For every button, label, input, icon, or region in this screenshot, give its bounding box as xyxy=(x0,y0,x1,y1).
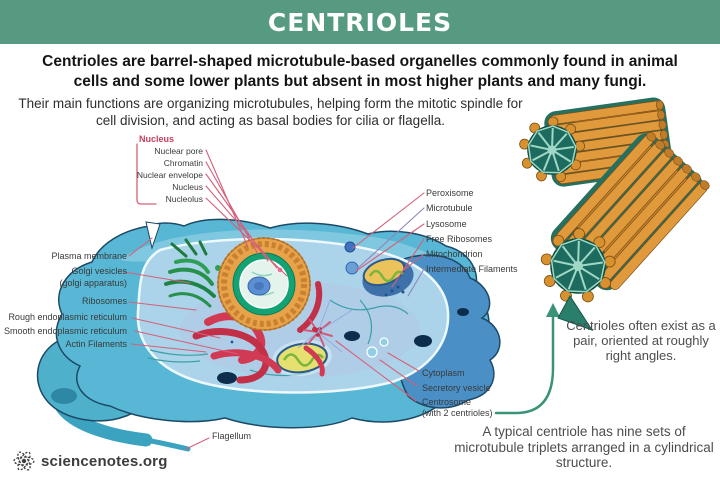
label-rough-er: Rough endoplasmic reticulum xyxy=(8,312,127,322)
intro-sub-text: Their main functions are organizing micr… xyxy=(18,96,523,128)
nucleus-bracket xyxy=(136,143,157,205)
right-leader-lines xyxy=(352,192,425,297)
membrane-notch xyxy=(145,221,161,250)
cartwheel-upper xyxy=(519,116,586,183)
nucleus-fan-lines xyxy=(205,149,288,277)
label-intermediate-filaments: Intermediate Filaments xyxy=(426,264,518,274)
label-nucleus: Nucleus xyxy=(172,182,203,192)
label-smooth-er: Smooth endoplasmic reticulum xyxy=(3,326,127,336)
label-free-ribosomes: Free Ribosomes xyxy=(426,234,493,244)
note-centriole-structure: A typical centriole has nine sets of mic… xyxy=(454,424,714,470)
atom-icon xyxy=(13,451,35,471)
label-peroxisome: Peroxisome xyxy=(426,188,474,198)
label-mitochondrion: Mitochondrion xyxy=(426,249,483,259)
nucleus xyxy=(217,237,311,331)
label-microtubule: Microtubule xyxy=(426,203,473,213)
mitochondrion-lower xyxy=(272,339,332,377)
site-logo: sciencenotes.org xyxy=(12,449,168,473)
secretory-vesicles xyxy=(366,337,389,358)
label-chromatin: Chromatin xyxy=(163,158,203,168)
intro-lead-text: Centrioles are barrel-shaped microtubule… xyxy=(42,53,678,90)
label-centrosome-detail: (with 2 centrioles) xyxy=(422,408,493,418)
label-centrosome: Centrosome xyxy=(422,397,472,407)
label-plasma-membrane: Plasma membrane xyxy=(51,251,127,261)
mitochondrion-upper xyxy=(362,257,406,287)
header-bar: CENTRIOLES xyxy=(0,0,720,44)
label-golgi-apparatus: (golgi apparatus) xyxy=(59,278,127,288)
label-nucleolus: Nucleolus xyxy=(165,194,203,204)
tube-end-caps xyxy=(646,132,710,190)
label-golgi-vesicles: Golgi vesicles xyxy=(71,266,127,276)
label-cytoplasm: Cytoplasm xyxy=(422,368,465,378)
label-flagellum: Flagellum xyxy=(212,431,252,441)
lysosome xyxy=(345,261,359,275)
page-title: CENTRIOLES xyxy=(267,7,453,37)
animal-cell-illustration xyxy=(36,218,501,452)
green-arrow xyxy=(494,303,560,415)
site-name: sciencenotes.org xyxy=(41,452,168,470)
label-nuclear-envelope: Nuclear envelope xyxy=(136,170,203,180)
golgi-apparatus xyxy=(164,238,225,308)
label-ribosomes: Ribosomes xyxy=(81,296,127,306)
vacuole-spots xyxy=(217,308,469,384)
label-lysosome: Lysosome xyxy=(426,219,467,229)
leader-lines xyxy=(123,143,425,450)
label-secretory-vesicle: Secretory vesicle xyxy=(422,383,491,393)
flagellum-leader-line xyxy=(185,437,210,450)
cartwheel-lower xyxy=(540,228,616,303)
centriole-barrel-lower xyxy=(540,132,710,303)
arrowhead xyxy=(546,303,560,317)
left-leader-lines xyxy=(123,237,239,355)
rough-er xyxy=(192,281,325,384)
nucleus-group-title: Nucleus xyxy=(139,134,175,144)
note-centriole-pair: Centrioles often exist as a pair, orient… xyxy=(566,318,716,363)
centriole-pair-illustration xyxy=(519,97,710,331)
label-actin-filaments: Actin Filaments xyxy=(65,339,127,349)
bottom-leader-lines xyxy=(335,340,420,402)
cell-spot xyxy=(51,388,77,404)
label-nuclear-pore: Nuclear pore xyxy=(154,146,203,156)
cartwheel-hub-wedge xyxy=(557,295,594,331)
microtubules xyxy=(297,299,353,353)
